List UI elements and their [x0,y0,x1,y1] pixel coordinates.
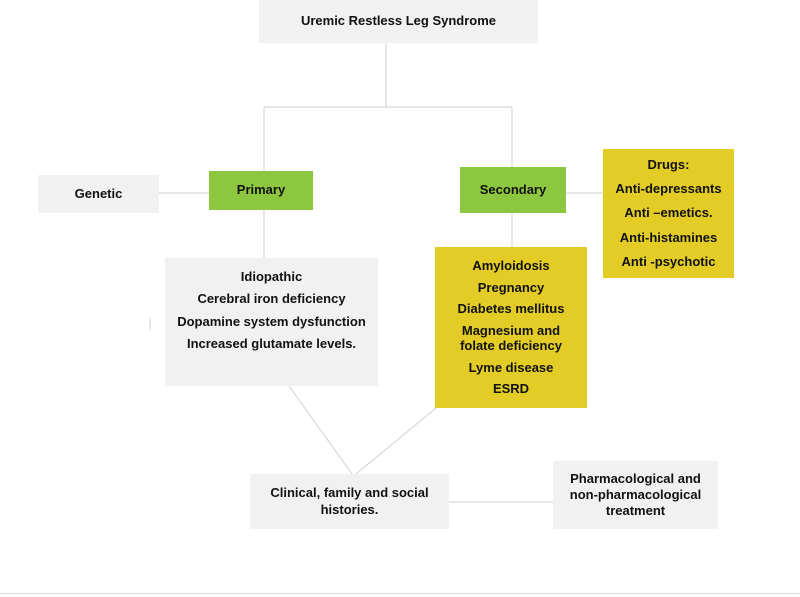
histories-node: Clinical, family and social histories. [250,474,449,529]
connector-secondary-causes-histories [355,407,437,475]
primary-cause-item: Dopamine system dysfunction [177,313,366,329]
secondary-cause-item: Pregnancy [477,279,545,295]
root-node: Uremic Restless Leg Syndrome [259,0,538,43]
treatment-line: treatment [605,503,666,519]
drugs-line: Anti -psychotic [621,253,716,269]
genetic-node: Genetic [38,175,159,213]
secondary-cause-item: Diabetes mellitus [457,301,565,317]
treatment-line: non-pharmacological [569,486,702,502]
drugs-line: Anti –emetics. [624,205,713,221]
bottom-divider [0,593,800,594]
histories-line: histories. [320,501,379,517]
primary-cause-item: Cerebral iron deficiency [197,291,346,307]
histories-line: Clinical, family and social [270,485,429,501]
secondary-node: Secondary [460,167,566,213]
primary-label: Primary [236,182,286,198]
secondary-cause-item: Lyme disease [468,359,554,375]
drugs-line: Anti-histamines [619,229,718,245]
connector-primary-causes-histories [288,385,353,475]
drugs-line: Anti-depressants [615,181,722,197]
root-title: Uremic Restless Leg Syndrome [300,13,497,29]
secondary-label: Secondary [479,181,547,197]
primary-node: Primary [209,171,313,210]
secondary-cause-item: folate deficiency [460,338,562,354]
secondary-cause-item: Amyloidosis [472,257,550,273]
treatment-node: Pharmacological and non-pharmacological … [553,461,718,529]
secondary-causes-node: Amyloidosis Pregnancy Diabetes mellitus … [435,247,587,408]
drugs-node: Drugs: Anti-depressants Anti –emetics. A… [603,149,734,278]
drugs-line: Drugs: [647,156,690,172]
secondary-cause-item: ESRD [492,381,530,397]
primary-cause-item: Idiopathic [240,269,303,284]
secondary-cause-item: Magnesium and [461,322,561,338]
primary-cause-item: Increased glutamate levels. [186,335,357,351]
treatment-line: Pharmacological and [570,470,701,486]
primary-causes-node: Idiopathic Cerebral iron deficiency Dopa… [165,258,378,386]
genetic-label: Genetic [74,185,123,201]
